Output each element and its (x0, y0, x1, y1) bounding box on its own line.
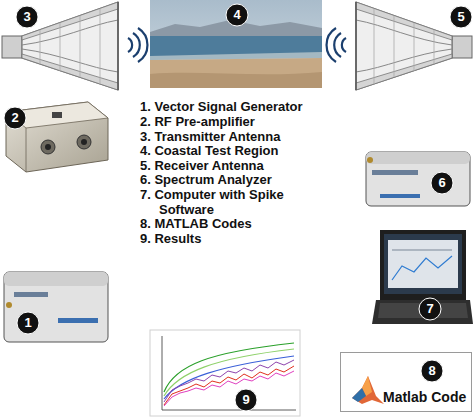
list-item: 6. Spectrum Analyzer (140, 172, 272, 187)
callout-disc (17, 312, 39, 334)
coastal-photo (150, 0, 322, 88)
callout-number: 8 (421, 360, 443, 382)
callout-number: 4 (226, 4, 248, 26)
tx-waves (128, 28, 147, 62)
callout-disc (450, 6, 472, 28)
callout-disc (226, 4, 248, 26)
rx-waves (327, 28, 346, 62)
callout-number: 3 (16, 6, 38, 28)
list-item: 7. Computer with Spike Software (140, 187, 294, 217)
callout-disc (431, 172, 453, 194)
callout-disc (421, 360, 443, 382)
callout-disc (16, 6, 38, 28)
callout-disc (4, 107, 26, 129)
list-item: 4. Coastal Test Region (140, 143, 278, 158)
transmitter-antenna (2, 2, 118, 90)
callout-number: 9 (235, 389, 257, 411)
box-text: Matlab Code (383, 389, 466, 405)
callout-disc (419, 298, 441, 320)
vector-signal-generator (4, 272, 108, 342)
spectrum-analyzer (366, 152, 470, 206)
results-chart (150, 330, 300, 416)
callout-disc (235, 389, 257, 411)
list-item: 2. RF Pre-amplifier (140, 114, 255, 129)
list-item: 1. Vector Signal Generator (140, 99, 303, 114)
callout-number: 6 (431, 172, 453, 194)
list-item: 3. Transmitter Antenna (140, 129, 280, 144)
callout-number: 2 (4, 107, 26, 129)
callout-number: 5 (450, 6, 472, 28)
callout-number: 7 (419, 298, 441, 320)
matlab-logo (352, 376, 384, 404)
list-item: 9. Results (140, 231, 201, 246)
code-box: Matlab Code (340, 352, 472, 412)
receiver-antenna (356, 2, 472, 90)
list-item: 5. Receiver Antenna (140, 158, 264, 173)
list-item: 8. MATLAB Codes (140, 216, 252, 231)
laptop (372, 230, 473, 324)
callout-number: 1 (17, 312, 39, 334)
